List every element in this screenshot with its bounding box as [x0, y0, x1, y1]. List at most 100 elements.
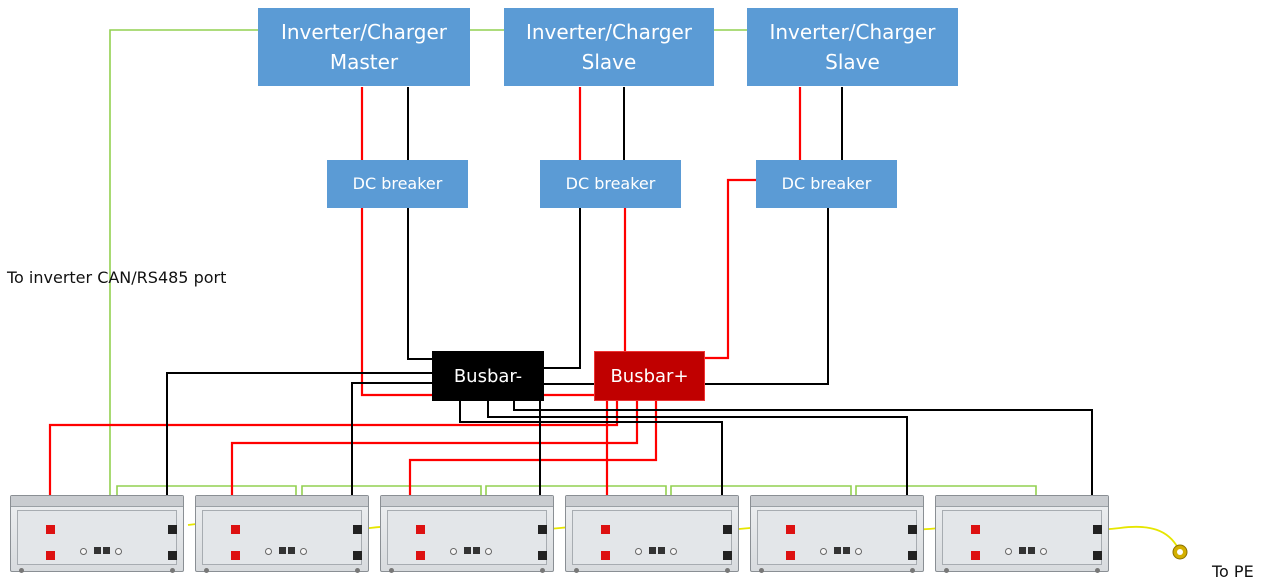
status-led-icon [80, 548, 87, 555]
positive-terminal-icon [416, 551, 425, 560]
positive-terminal-icon [786, 525, 795, 534]
battery-control-panel [450, 546, 492, 555]
battery-control-panel [820, 546, 862, 555]
can-port-label: To inverter CAN/RS485 port [7, 268, 227, 287]
busbar-negative-label: Busbar- [453, 365, 523, 387]
inverter-slave-2: Inverter/Charger Slave [747, 8, 958, 86]
comm-port-icon [279, 547, 286, 554]
negative-terminal-icon [168, 525, 177, 534]
negative-terminal-icon [908, 525, 917, 534]
inverter-slave-1-line1: Inverter/Charger [525, 20, 693, 44]
inverter-slave-1: Inverter/Charger Slave [504, 8, 714, 86]
battery-rim [936, 496, 1108, 507]
positive-terminal-icon [46, 551, 55, 560]
positive-terminal-icon [231, 525, 240, 534]
comm-port-icon [658, 547, 665, 554]
dc-breaker-1-label: DC breaker [352, 174, 443, 193]
dc-breaker-3: DC breaker [756, 160, 897, 208]
pe-ground-lug-icon [1172, 544, 1188, 560]
battery-foot [19, 568, 24, 573]
comm-port-icon [94, 547, 101, 554]
power-button-icon [670, 548, 677, 555]
dc-breaker-2: DC breaker [540, 160, 681, 208]
power-button-icon [300, 548, 307, 555]
negative-terminal-icon [1093, 551, 1102, 560]
comm-port-icon [103, 547, 110, 554]
status-led-icon [635, 548, 642, 555]
negative-terminal-icon [538, 525, 547, 534]
battery-rim [751, 496, 923, 507]
positive-wires [48, 87, 802, 530]
busbar-negative: Busbar- [432, 351, 544, 401]
battery-module [10, 495, 184, 573]
negative-terminal-icon [723, 551, 732, 560]
inverter-master: Inverter/Charger Master [258, 8, 470, 86]
inverter-slave-1-line2: Slave [581, 50, 637, 74]
negative-terminal-icon [168, 551, 177, 560]
battery-module [380, 495, 554, 573]
inverter-master-line2: Master [329, 50, 399, 74]
inverter-master-line1: Inverter/Charger [280, 20, 448, 44]
negative-terminal-icon [908, 551, 917, 560]
comm-port-icon [288, 547, 295, 554]
negative-terminal-icon [538, 551, 547, 560]
negative-terminal-icon [723, 525, 732, 534]
battery-foot [574, 568, 579, 573]
positive-terminal-icon [971, 525, 980, 534]
comm-port-icon [464, 547, 471, 554]
battery-face [387, 510, 547, 565]
battery-module [565, 495, 739, 573]
battery-foot [355, 568, 360, 573]
battery-control-panel [1005, 546, 1047, 555]
positive-terminal-icon [416, 525, 425, 534]
positive-terminal-icon [601, 525, 610, 534]
status-led-icon [1005, 548, 1012, 555]
power-button-icon [1040, 548, 1047, 555]
power-button-icon [115, 548, 122, 555]
battery-foot [944, 568, 949, 573]
power-button-icon [855, 548, 862, 555]
battery-foot [725, 568, 730, 573]
battery-foot [389, 568, 394, 573]
dc-breaker-3-label: DC breaker [781, 174, 872, 193]
battery-rim [566, 496, 738, 507]
busbar-positive-label: Busbar+ [610, 365, 689, 387]
battery-face [17, 510, 177, 565]
comm-port-icon [473, 547, 480, 554]
pe-label: To PE [1212, 562, 1254, 581]
inverter-slave-2-line1: Inverter/Charger [769, 20, 936, 44]
battery-control-panel [265, 546, 307, 555]
status-led-icon [265, 548, 272, 555]
positive-terminal-icon [46, 525, 55, 534]
negative-terminal-icon [1093, 525, 1102, 534]
communication-wires [109, 29, 1037, 522]
comm-port-icon [649, 547, 656, 554]
battery-foot [204, 568, 209, 573]
comm-port-icon [1028, 547, 1035, 554]
battery-control-panel [635, 546, 677, 555]
comm-port-icon [834, 547, 841, 554]
battery-face [757, 510, 917, 565]
negative-terminal-icon [353, 525, 362, 534]
battery-rim [381, 496, 553, 507]
negative-terminal-icon [353, 551, 362, 560]
inverter-slave-2-line2: Slave [825, 50, 880, 74]
battery-rim [11, 496, 183, 507]
power-button-icon [485, 548, 492, 555]
battery-face [572, 510, 732, 565]
battery-module [195, 495, 369, 573]
dc-breaker-1: DC breaker [327, 160, 468, 208]
battery-rim [196, 496, 368, 507]
status-led-icon [820, 548, 827, 555]
negative-wires [166, 87, 1093, 530]
positive-terminal-icon [971, 551, 980, 560]
battery-foot [1095, 568, 1100, 573]
status-led-icon [450, 548, 457, 555]
dc-breaker-2-label: DC breaker [565, 174, 656, 193]
battery-face [202, 510, 362, 565]
battery-foot [170, 568, 175, 573]
battery-module [750, 495, 924, 573]
battery-face [942, 510, 1102, 565]
battery-foot [540, 568, 545, 573]
battery-foot [910, 568, 915, 573]
